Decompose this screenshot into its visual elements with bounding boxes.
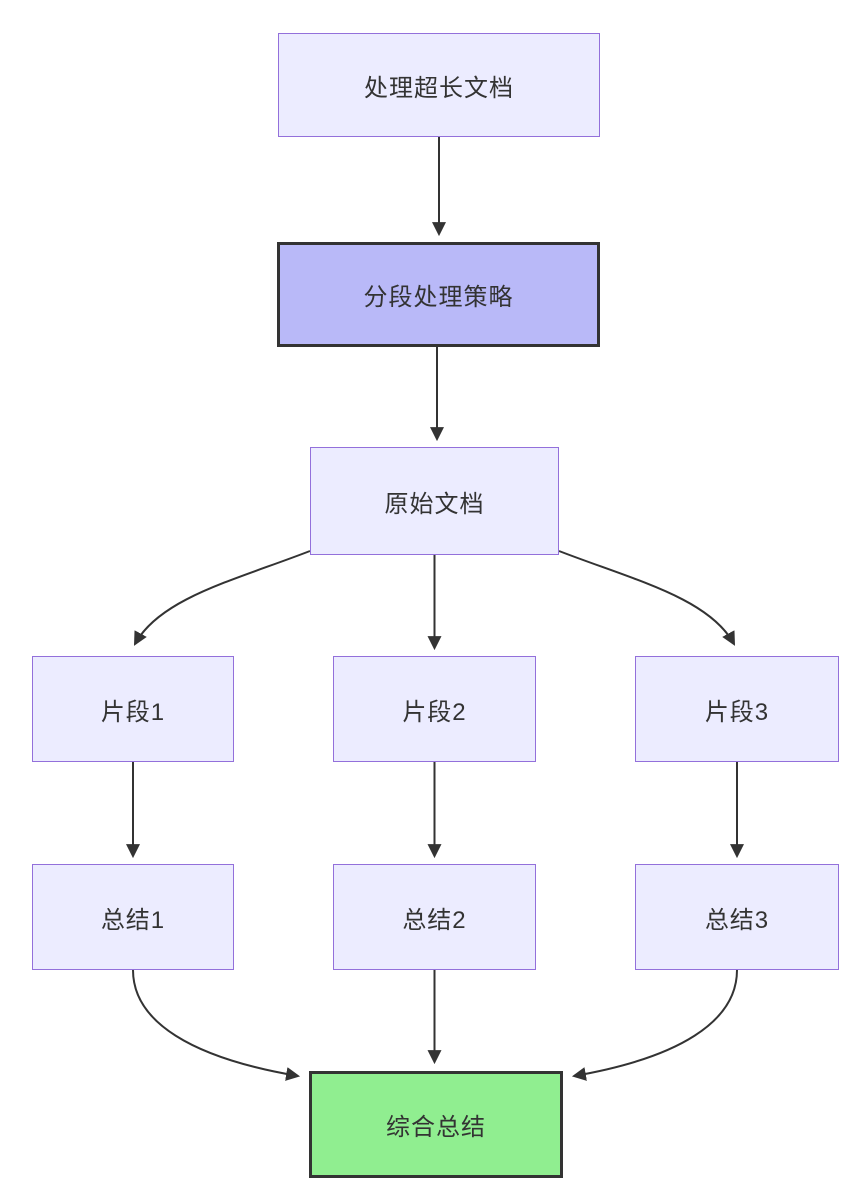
node-original-document: 原始文档 (310, 447, 559, 555)
node-label: 片段3 (704, 698, 770, 726)
node-label: 综合总结 (386, 1114, 486, 1141)
node-segmentation-strategy: 分段处理策略 (277, 242, 600, 347)
node-label: 分段处理策略 (363, 284, 514, 311)
edge-sum1-final (132, 969, 301, 1081)
edge-sum3-final (571, 969, 738, 1081)
node-label: 总结1 (100, 906, 166, 934)
node-label: 处理超长文档 (364, 74, 514, 102)
node-summary-3: 总结3 (635, 864, 839, 970)
node-label: 总结3 (704, 906, 770, 934)
node-process-long-document: 处理超长文档 (278, 33, 600, 137)
node-label: 片段2 (402, 698, 467, 726)
node-label: 总结2 (402, 906, 467, 934)
node-label: 原始文档 (384, 490, 485, 518)
edge-original-seg1 (133, 550, 311, 646)
node-segment-1: 片段1 (32, 656, 234, 762)
node-segment-3: 片段3 (635, 656, 839, 762)
node-summary-1: 总结1 (32, 864, 234, 970)
node-label: 片段1 (100, 698, 166, 726)
edge-original-seg3 (558, 550, 736, 646)
node-segment-2: 片段2 (333, 656, 536, 762)
node-summary-2: 总结2 (333, 864, 536, 970)
node-combined-summary: 综合总结 (309, 1071, 563, 1178)
